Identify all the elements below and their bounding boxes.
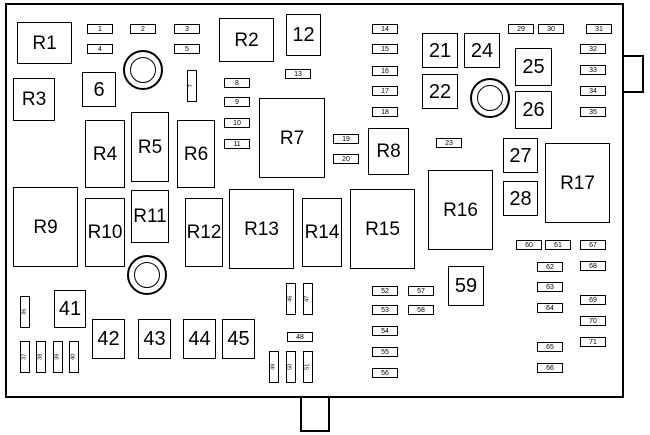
fuse-71: 71 <box>580 337 606 347</box>
fuse-13: 13 <box>285 69 311 79</box>
relay-r6: R6 <box>177 120 215 188</box>
fuse-63: 63 <box>537 282 563 292</box>
fuse-29: 29 <box>508 24 534 34</box>
fuse-56: 56 <box>372 368 398 378</box>
relay-r15: R15 <box>350 189 415 269</box>
fuse-69: 69 <box>580 295 606 305</box>
fuse-47: 47 <box>303 283 313 315</box>
fuse-62: 62 <box>537 262 563 272</box>
fuse-37: 37 <box>20 341 30 373</box>
relay-r13: R13 <box>229 189 294 269</box>
fuse-30: 30 <box>538 24 564 34</box>
fuse-10: 10 <box>224 118 250 128</box>
fuse-7: 7 <box>187 70 197 102</box>
relay-r12: R12 <box>185 198 223 267</box>
fuse-52: 52 <box>372 286 398 296</box>
fuse-6: 6 <box>82 72 116 107</box>
fuse-27: 27 <box>503 138 538 173</box>
fuse-45: 45 <box>222 319 255 359</box>
relay-r16: R16 <box>428 170 493 250</box>
fuse-9: 9 <box>224 97 250 107</box>
fuse-24: 24 <box>464 33 500 68</box>
fuse-61: 61 <box>545 240 571 250</box>
mounting-bolt-2 <box>470 78 510 118</box>
relay-r10: R10 <box>85 198 125 267</box>
fuse-3: 3 <box>174 24 200 34</box>
fuse-50: 50 <box>286 351 296 383</box>
relay-r4: R4 <box>85 120 125 188</box>
fuse-44: 44 <box>183 319 216 359</box>
fuse-21: 21 <box>422 33 458 68</box>
fuse-26: 26 <box>515 91 552 129</box>
fuse-8: 8 <box>224 78 250 88</box>
connector-tab-bottom <box>300 394 330 432</box>
fuse-5: 5 <box>174 44 200 54</box>
fuse-40: 40 <box>69 341 79 373</box>
fuse-2: 2 <box>130 24 156 34</box>
fuse-17: 17 <box>372 86 398 96</box>
fuse-55: 55 <box>372 347 398 357</box>
fuse-49: 49 <box>269 351 279 383</box>
fuse-16: 16 <box>372 66 398 76</box>
relay-r3: R3 <box>13 78 55 121</box>
fuse-32: 32 <box>580 44 606 54</box>
relay-r17: R17 <box>545 143 610 223</box>
fuse-43: 43 <box>138 319 171 359</box>
relay-r11: R11 <box>131 190 169 243</box>
fuse-28: 28 <box>503 181 538 216</box>
fuse-18: 18 <box>372 107 398 117</box>
fuse-34: 34 <box>580 86 606 96</box>
fuse-66: 66 <box>537 363 563 373</box>
fuse-51: 51 <box>303 351 313 383</box>
fuse-12: 12 <box>286 14 321 56</box>
fuse-70: 70 <box>580 316 606 326</box>
relay-r5: R5 <box>131 112 169 182</box>
fuse-4: 4 <box>87 44 113 54</box>
mounting-bolt-3 <box>127 255 167 295</box>
relay-r1: R1 <box>17 22 72 64</box>
fuse-38: 38 <box>36 341 46 373</box>
connector-tab-right <box>622 55 644 93</box>
fuse-33: 33 <box>580 65 606 75</box>
fuse-59: 59 <box>448 266 484 306</box>
fuse-14: 14 <box>372 24 398 34</box>
fuse-11: 11 <box>224 139 250 149</box>
fuse-22: 22 <box>422 74 458 109</box>
fuse-31: 31 <box>586 24 612 34</box>
relay-r2: R2 <box>219 18 274 62</box>
fuse-46: 46 <box>286 283 296 315</box>
fuse-64: 64 <box>537 303 563 313</box>
fuse-57: 57 <box>408 286 434 296</box>
fuse-15: 15 <box>372 44 398 54</box>
fuse-60: 60 <box>516 240 542 250</box>
fuse-48: 48 <box>287 332 313 342</box>
fuse-68: 68 <box>580 261 606 271</box>
relay-r8: R8 <box>368 128 409 175</box>
fuse-20: 20 <box>333 154 359 164</box>
fuse-53: 53 <box>372 305 398 315</box>
fuse-23: 23 <box>436 138 462 148</box>
mounting-bolt-1 <box>123 50 163 90</box>
fuse-1: 1 <box>87 24 113 34</box>
fuse-35: 35 <box>580 107 606 117</box>
fuse-58: 58 <box>408 305 434 315</box>
fuse-41: 41 <box>54 290 86 328</box>
fuse-42: 42 <box>92 319 125 359</box>
fuse-65: 65 <box>537 342 563 352</box>
fuse-19: 19 <box>333 134 359 144</box>
fuse-54: 54 <box>372 326 398 336</box>
fuse-39: 39 <box>53 341 63 373</box>
relay-r7: R7 <box>259 98 325 178</box>
relay-r9: R9 <box>13 187 78 267</box>
fuse-25: 25 <box>515 48 552 86</box>
relay-r14: R14 <box>302 198 342 267</box>
fuse-36: 36 <box>20 296 30 328</box>
fuse-67: 67 <box>580 240 606 250</box>
